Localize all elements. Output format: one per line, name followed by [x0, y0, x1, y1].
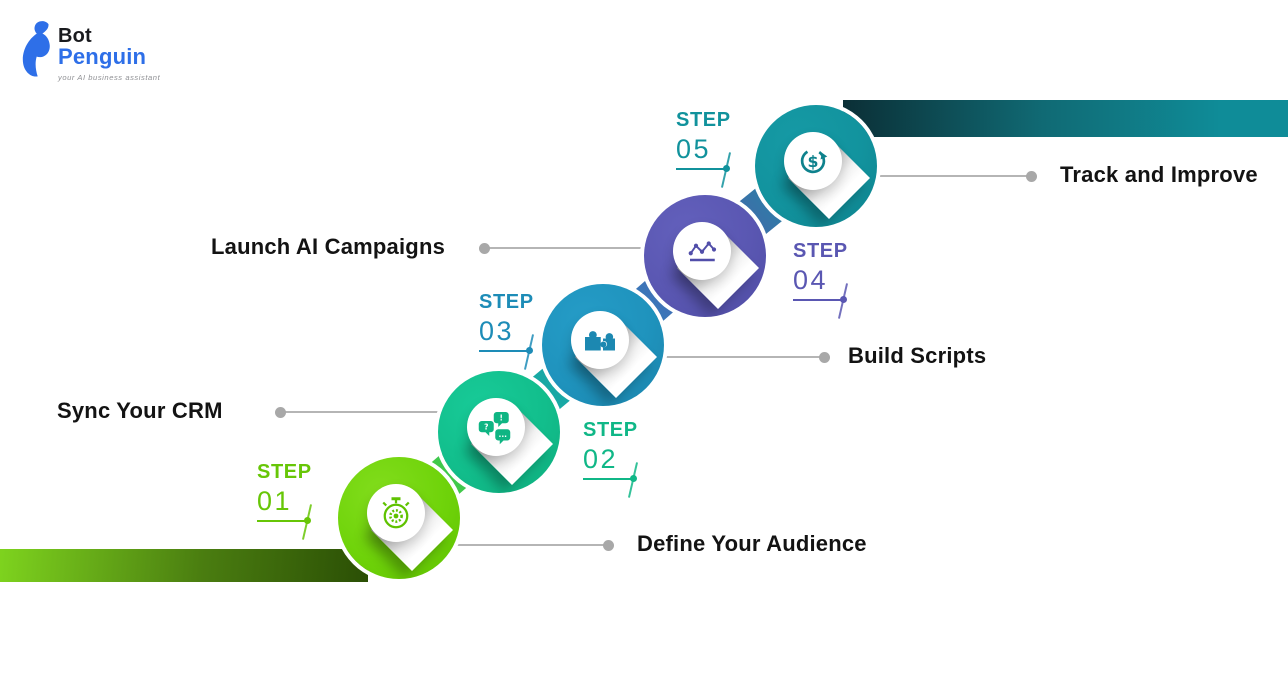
- step5-icon-badge: $: [784, 132, 842, 190]
- step5-tag: STEP 05: [676, 109, 732, 188]
- svg-text:...: ...: [498, 430, 507, 439]
- connector-step1: [430, 539, 614, 551]
- step3-icon-badge: [571, 311, 629, 369]
- connector-dot: [603, 539, 614, 551]
- needle-pin-dot: [723, 165, 730, 172]
- connector-dot: [275, 406, 286, 418]
- step3-circle: [542, 284, 664, 406]
- needle-pin-dot: [526, 347, 533, 354]
- step-underline: [793, 283, 849, 319]
- connector-step4: [479, 242, 648, 254]
- needle-pin-dot: [630, 475, 637, 482]
- top-teal-bar: [843, 100, 1288, 137]
- step-word: STEP: [257, 461, 312, 483]
- step5-label: Track and Improve: [1060, 162, 1258, 187]
- needle-pin-dot: [304, 517, 311, 524]
- step-number: 01: [257, 486, 293, 516]
- dollar-refresh-icon: $: [800, 148, 828, 174]
- puzzle-pieces-icon: [585, 331, 615, 351]
- step1-label: Define Your Audience: [637, 531, 867, 556]
- svg-text:!: !: [500, 413, 503, 422]
- stopwatch-gear-icon: [382, 497, 410, 529]
- step-underline: [676, 152, 732, 188]
- step4-label: Launch AI Campaigns: [211, 234, 446, 259]
- step2-tag: STEP 02: [583, 419, 639, 498]
- step4-tag: STEP 04: [793, 240, 849, 319]
- needle-pin-dot: [840, 296, 847, 303]
- connector-dot: [1026, 170, 1037, 182]
- step3-label: Build Scripts: [848, 343, 987, 368]
- step1-circle: [338, 457, 460, 579]
- connector-dot: [479, 242, 490, 254]
- step-word: STEP: [583, 419, 638, 441]
- connector-step5: [878, 170, 1037, 182]
- step2-circle: ! ? ...: [438, 371, 560, 493]
- svg-text:$: $: [808, 152, 819, 171]
- step2-label: Sync Your CRM: [57, 398, 223, 423]
- connector-dot: [819, 351, 830, 363]
- connector-step2: [275, 406, 452, 418]
- svg-text:?: ?: [484, 422, 488, 431]
- penguin-icon: [22, 21, 50, 77]
- step-word: STEP: [479, 291, 534, 313]
- step1-tag: STEP 01: [257, 461, 313, 540]
- step2-icon-badge: ! ? ...: [467, 398, 525, 456]
- connector-step3: [663, 351, 830, 363]
- step4-circle: [644, 195, 766, 317]
- step-word: STEP: [793, 240, 848, 262]
- step4-icon-badge: [673, 222, 731, 280]
- step-number: 02: [583, 444, 619, 474]
- step3-tag: STEP 03: [479, 291, 535, 370]
- step5-circle: $: [755, 105, 877, 227]
- step-number: 04: [793, 265, 829, 295]
- bottom-green-bar: [0, 549, 368, 582]
- step-word: STEP: [676, 109, 731, 131]
- botpenguin-logo: Bot Penguin your AI business assistant: [16, 20, 160, 82]
- step-underline: [479, 334, 535, 370]
- chat-discussion-icon: ! ? ...: [478, 412, 511, 445]
- line-chart-icon: [688, 241, 717, 262]
- logo-text-bot: Bot: [58, 25, 92, 47]
- step-underline: [257, 504, 313, 540]
- logo-tagline: your AI business assistant: [58, 72, 161, 82]
- logo-text-penguin: Penguin: [58, 44, 147, 70]
- step1-icon-badge: [367, 484, 425, 542]
- step-number: 03: [479, 316, 515, 346]
- step-number: 05: [676, 134, 712, 164]
- step-underline: [583, 462, 639, 498]
